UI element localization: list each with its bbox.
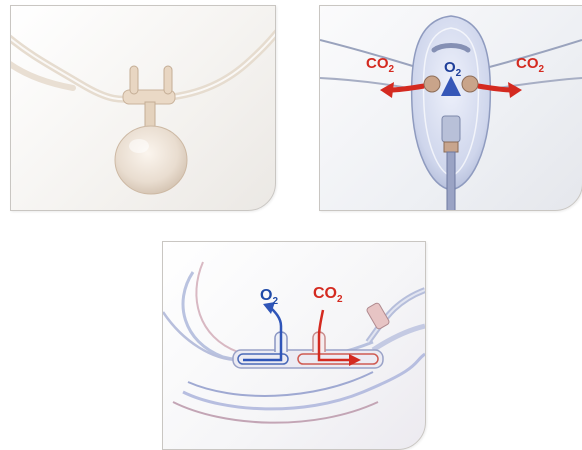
co2-label-left: CO2 (366, 55, 395, 75)
cannula-reservoir-illustration (11, 6, 275, 210)
face-mask-illustration: CO2 O2 CO2 (320, 6, 582, 210)
panel-nasal-cannula-airflow: O2 CO2 (162, 241, 426, 450)
co2-label-right: CO2 (516, 55, 545, 75)
panel-oxygen-face-mask: CO2 O2 CO2 (319, 5, 582, 211)
cannula-airflow-illustration: O2 CO2 (163, 242, 425, 449)
co2-label-cannula: CO2 (313, 285, 343, 305)
panel-nasal-cannula-reservoir (10, 5, 276, 211)
